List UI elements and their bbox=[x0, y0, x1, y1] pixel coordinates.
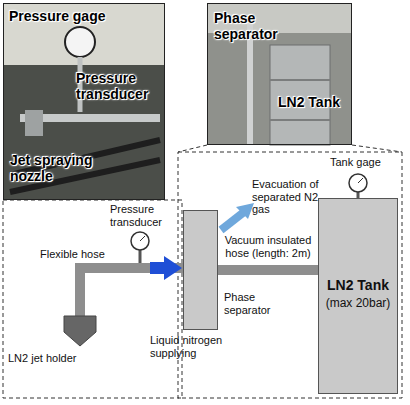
zoom-frame bbox=[3, 200, 182, 398]
gauge-needle bbox=[358, 178, 363, 183]
exhaust-arrow-head bbox=[236, 203, 254, 219]
annotation-label: Liquid nitrogen supplying bbox=[150, 334, 240, 359]
node-text: Phase separator bbox=[214, 10, 294, 42]
photo-background bbox=[207, 3, 352, 145]
node-text: LN2 Tank bbox=[319, 277, 397, 293]
zoom-frame bbox=[178, 152, 402, 398]
node-text: (max 20bar) bbox=[319, 297, 397, 311]
zoom-line bbox=[352, 145, 402, 152]
annotation-label: Tank gage bbox=[330, 156, 400, 169]
gauge-photo bbox=[65, 27, 95, 57]
tank-gauge bbox=[349, 174, 367, 192]
annotation-label: Pressure transducer bbox=[110, 203, 182, 228]
vacuum-hose bbox=[218, 265, 318, 275]
annotation-label: Flexible hose bbox=[40, 248, 120, 261]
node-text: Jet spraying nozzle bbox=[10, 152, 110, 184]
node-text: Phase separator bbox=[224, 291, 296, 316]
ln2-tank: LN2 Tank (max 20bar) bbox=[318, 198, 398, 394]
node-text: Pressure transducer bbox=[76, 70, 162, 102]
exhaust-arrow bbox=[221, 212, 244, 230]
phase-separator: Phase separator bbox=[183, 210, 218, 330]
zoom-line bbox=[178, 145, 207, 152]
gauge-needle bbox=[140, 236, 145, 241]
photo-panel: Pressure gagePressure transducerJet spra… bbox=[3, 3, 165, 200]
node-text: LN2 Tank bbox=[278, 94, 350, 110]
jet-holder bbox=[64, 316, 96, 346]
node-text: Pressure gage bbox=[9, 8, 159, 24]
tank-photo-band bbox=[270, 119, 330, 121]
pressure-gauge bbox=[131, 232, 149, 250]
photo-wall bbox=[3, 3, 165, 65]
annotation-label: LN2 jet holder bbox=[8, 352, 108, 365]
flow-arrow bbox=[150, 256, 182, 280]
tank-photo-band bbox=[270, 79, 330, 81]
edge-label: Vacuum insulated hose (length: 2m) bbox=[220, 234, 316, 259]
photo-panel: Phase separatorLN2 Tank bbox=[207, 3, 352, 145]
photo-background bbox=[3, 3, 165, 200]
nozzle-photo bbox=[25, 110, 43, 136]
annotation-label: Evacuation of separated N2 gas bbox=[252, 178, 334, 216]
gauge-stem bbox=[139, 250, 142, 263]
